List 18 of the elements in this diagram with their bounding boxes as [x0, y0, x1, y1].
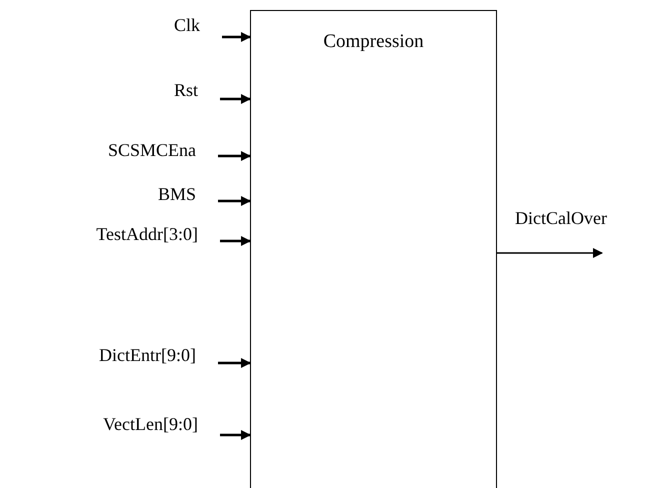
signal-name: DictEntr[9:0]: [99, 342, 196, 368]
signal-arrow: [497, 248, 603, 258]
signal-name: SCSMCEna: [108, 137, 196, 163]
module-block: [250, 10, 497, 488]
signal-arrow: [218, 151, 251, 161]
signal-name: Rst: [174, 77, 198, 103]
signal-arrow: [218, 196, 251, 206]
signal-name: BMS: [158, 181, 196, 207]
signal-arrow: [220, 430, 251, 440]
signal-arrow: [222, 32, 251, 42]
signal-name: VectLen[9:0]: [103, 411, 198, 437]
signal-name: TestAddr[3:0]: [96, 221, 198, 247]
signal-arrow: [218, 358, 251, 368]
signal-arrow: [220, 94, 251, 104]
edge-label: DictCalOver: [515, 208, 607, 228]
signal-name: Clk: [174, 12, 200, 38]
module-name: Compression: [322, 31, 425, 53]
signal-arrow: [220, 236, 251, 246]
